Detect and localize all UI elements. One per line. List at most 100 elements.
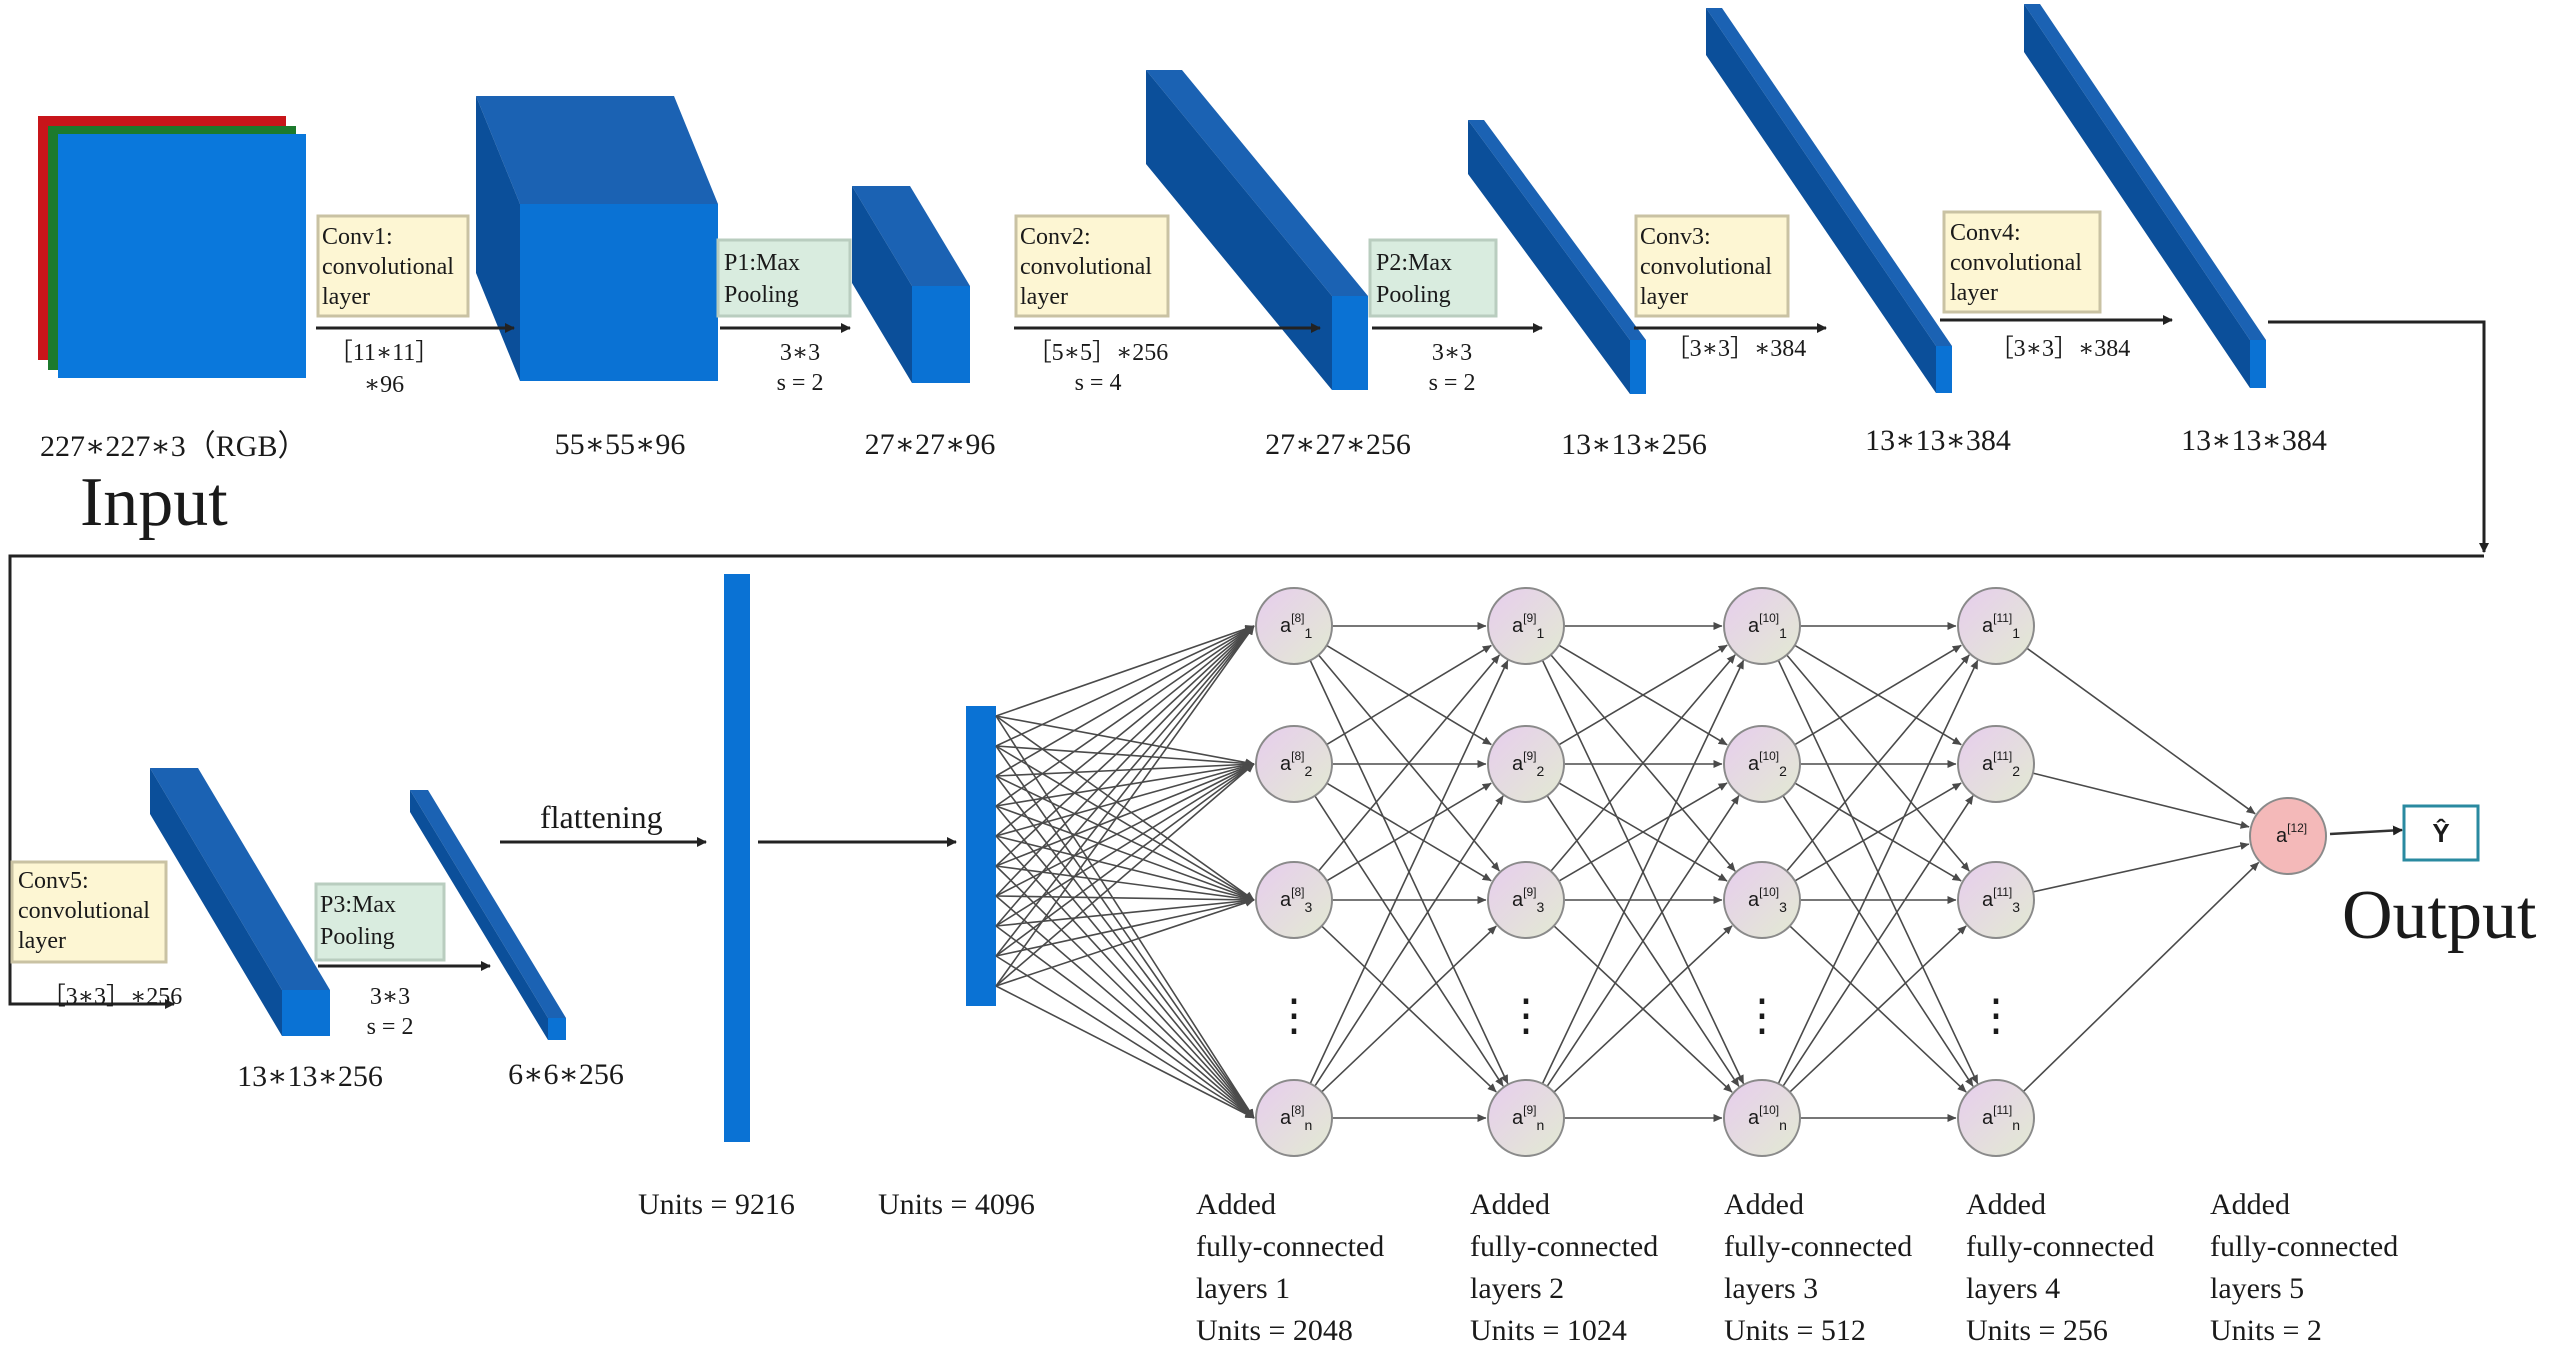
edge-fc3-to-fc4 xyxy=(1794,644,1962,746)
edge-dense-to-fc1 xyxy=(995,763,1255,987)
svg-text:a[11]n: a[11]n xyxy=(1982,1103,2020,1133)
input-blue-channel xyxy=(58,134,306,378)
svg-text:P3:Max: P3:Max xyxy=(320,892,396,918)
edge-dense-to-fc1 xyxy=(995,865,1255,903)
svg-text:Added: Added xyxy=(2210,1188,2290,1221)
edge-dense-to-fc1 xyxy=(995,835,1255,902)
neuron-fc4-3: a[11]3 xyxy=(1957,861,2035,939)
edge-dense-to-fc1 xyxy=(995,775,1255,901)
conv2-params-1: ［5∗5］∗256 xyxy=(1028,339,1169,366)
edge-dense-to-fc1 xyxy=(995,762,1255,837)
fc-connections xyxy=(995,622,2260,1122)
edge-dense-to-fc1 xyxy=(995,625,1255,717)
svg-text:Added: Added xyxy=(1196,1188,1276,1221)
svg-text:Pooling: Pooling xyxy=(320,924,395,950)
svg-text:Units = 2048: Units = 2048 xyxy=(1196,1314,1353,1346)
neuron-fc2-2: a[9]2 xyxy=(1487,725,1565,803)
p3-params-2: s = 2 xyxy=(367,1014,414,1040)
edge-fc1-to-fc2 xyxy=(1326,644,1492,746)
svg-text:convolutional: convolutional xyxy=(322,254,454,280)
neuron-fc2-n: a[9]n xyxy=(1487,1079,1565,1157)
edge-dense-to-fc1 xyxy=(995,865,1255,1119)
p1-params-1: 3∗3 xyxy=(780,340,820,366)
svg-text:Conv4:: Conv4: xyxy=(1950,220,2021,246)
dim-13x13x384-b: 13∗13∗384 xyxy=(2181,424,2327,457)
svg-text:Conv2:: Conv2: xyxy=(1020,224,1091,250)
svg-text:a[10]2: a[10]2 xyxy=(1748,749,1787,779)
fc-neurons: a[8]1a[8]2a[8]3a[8]n⋮a[9]1a[9]2a[9]3a[9]… xyxy=(1255,587,2327,1157)
svg-text:layer: layer xyxy=(322,284,370,310)
neuron-fc4-1: a[11]1 xyxy=(1957,587,2035,665)
edge-dense-to-fc1 xyxy=(995,895,1255,1119)
units-dense-label: Units = 4096 xyxy=(878,1188,1035,1221)
arrow-wrap-to-row2 xyxy=(8,554,2484,1009)
svg-text:a[10]1: a[10]1 xyxy=(1748,611,1787,641)
conv2-label: Conv2: convolutional layer xyxy=(1014,214,1170,318)
edge-dense-to-fc1 xyxy=(995,896,1255,927)
svg-text:fully-connected: fully-connected xyxy=(1966,1230,2154,1263)
neuron-fc3-3: a[10]3 xyxy=(1723,861,1801,939)
edge-fc1-to-fc2 xyxy=(1314,795,1504,1087)
edge-dense-to-fc1 xyxy=(995,897,1255,957)
edge-dense-to-fc1 xyxy=(995,715,1255,901)
svg-text:Added: Added xyxy=(1724,1188,1804,1221)
edge-dense-to-fc1 xyxy=(995,805,1255,1119)
feature-map-55x55x96 xyxy=(476,96,718,381)
input-title: Input xyxy=(80,464,228,541)
conv4-label: Conv4: convolutional layer xyxy=(1942,210,2102,314)
edge-dense-to-fc1 xyxy=(995,835,1255,1119)
ellipsis-fc1: ⋮ xyxy=(1272,991,1316,1040)
svg-text:a[10]n: a[10]n xyxy=(1748,1103,1787,1133)
edge-dense-to-fc1 xyxy=(995,715,1255,1119)
dim-13x13x256-a: 13∗13∗256 xyxy=(1561,428,1707,461)
svg-text:layers 3: layers 3 xyxy=(1724,1272,1818,1305)
neuron-fc1-2: a[8]2 xyxy=(1255,725,1333,803)
svg-text:layers 5: layers 5 xyxy=(2210,1272,2304,1305)
edge-fc3-to-fc4 xyxy=(1794,782,1962,882)
svg-text:fully-connected: fully-connected xyxy=(1724,1230,1912,1263)
svg-text:layers 4: layers 4 xyxy=(1966,1272,2060,1305)
p2-params-2: s = 2 xyxy=(1429,370,1476,396)
edge-dense-to-fc1 xyxy=(995,745,1255,768)
ellipsis-fc2: ⋮ xyxy=(1504,991,1548,1040)
edge-dense-to-fc1 xyxy=(995,625,1255,807)
svg-text:Added: Added xyxy=(1966,1188,2046,1221)
neuron-fc4-n: a[11]n xyxy=(1957,1079,2035,1157)
edge-dense-to-fc1 xyxy=(995,745,1255,901)
dim-6x6x256: 6∗6∗256 xyxy=(508,1058,624,1091)
neuron-fc2-1: a[9]1 xyxy=(1487,587,1565,665)
svg-text:layer: layer xyxy=(1020,284,1068,310)
feature-map-13x13x384-a xyxy=(1706,8,1952,393)
edge-dense-to-fc1 xyxy=(995,625,1255,987)
feature-map-13x13x256-b xyxy=(150,768,330,1036)
arrow-to-output xyxy=(2329,825,2403,836)
conv3-label: Conv3: convolutional layer xyxy=(1634,214,1790,318)
edge-fc1-to-fc2 xyxy=(1317,654,1501,872)
svg-text:convolutional: convolutional xyxy=(18,898,150,924)
edge-fc2-to-fc3 xyxy=(1553,925,1733,1093)
conv5-params: ［3∗3］∗256 xyxy=(42,983,183,1010)
svg-text:Pooling: Pooling xyxy=(724,282,799,308)
output-y-hat: Ŷ xyxy=(2432,818,2449,848)
svg-text:layers 2: layers 2 xyxy=(1470,1272,1564,1305)
edge-fc3-to-fc4 xyxy=(1782,795,1974,1087)
svg-text:Conv5:: Conv5: xyxy=(18,868,89,894)
dim-27x27x96: 27∗27∗96 xyxy=(865,428,996,461)
svg-text:Units = 1024: Units = 1024 xyxy=(1470,1314,1627,1346)
svg-text:a[9]3: a[9]3 xyxy=(1512,885,1544,915)
edge-dense-to-fc1 xyxy=(995,625,1255,867)
svg-text:a[12]: a[12] xyxy=(2276,821,2307,847)
svg-text:P1:Max: P1:Max xyxy=(724,250,800,276)
neuron-fc3-n: a[10]n xyxy=(1723,1079,1801,1157)
neuron-fc4-2: a[11]2 xyxy=(1957,725,2035,803)
fc-caption-5: Added fully-connected layers 5 Units = 2 xyxy=(2210,1188,2398,1346)
conv3-params: ［3∗3］∗384 xyxy=(1666,335,1807,362)
svg-text:a[9]2: a[9]2 xyxy=(1512,749,1544,779)
conv2-params-2: s = 4 xyxy=(1075,370,1122,396)
dim-27x27x256: 27∗27∗256 xyxy=(1265,428,1411,461)
svg-text:a[8]n: a[8]n xyxy=(1280,1103,1312,1133)
edge-dense-to-fc1 xyxy=(995,763,1255,927)
svg-text:Added: Added xyxy=(1470,1188,1550,1221)
conv5-label: Conv5: convolutional layer xyxy=(10,860,168,964)
svg-text:layer: layer xyxy=(1950,280,1998,306)
